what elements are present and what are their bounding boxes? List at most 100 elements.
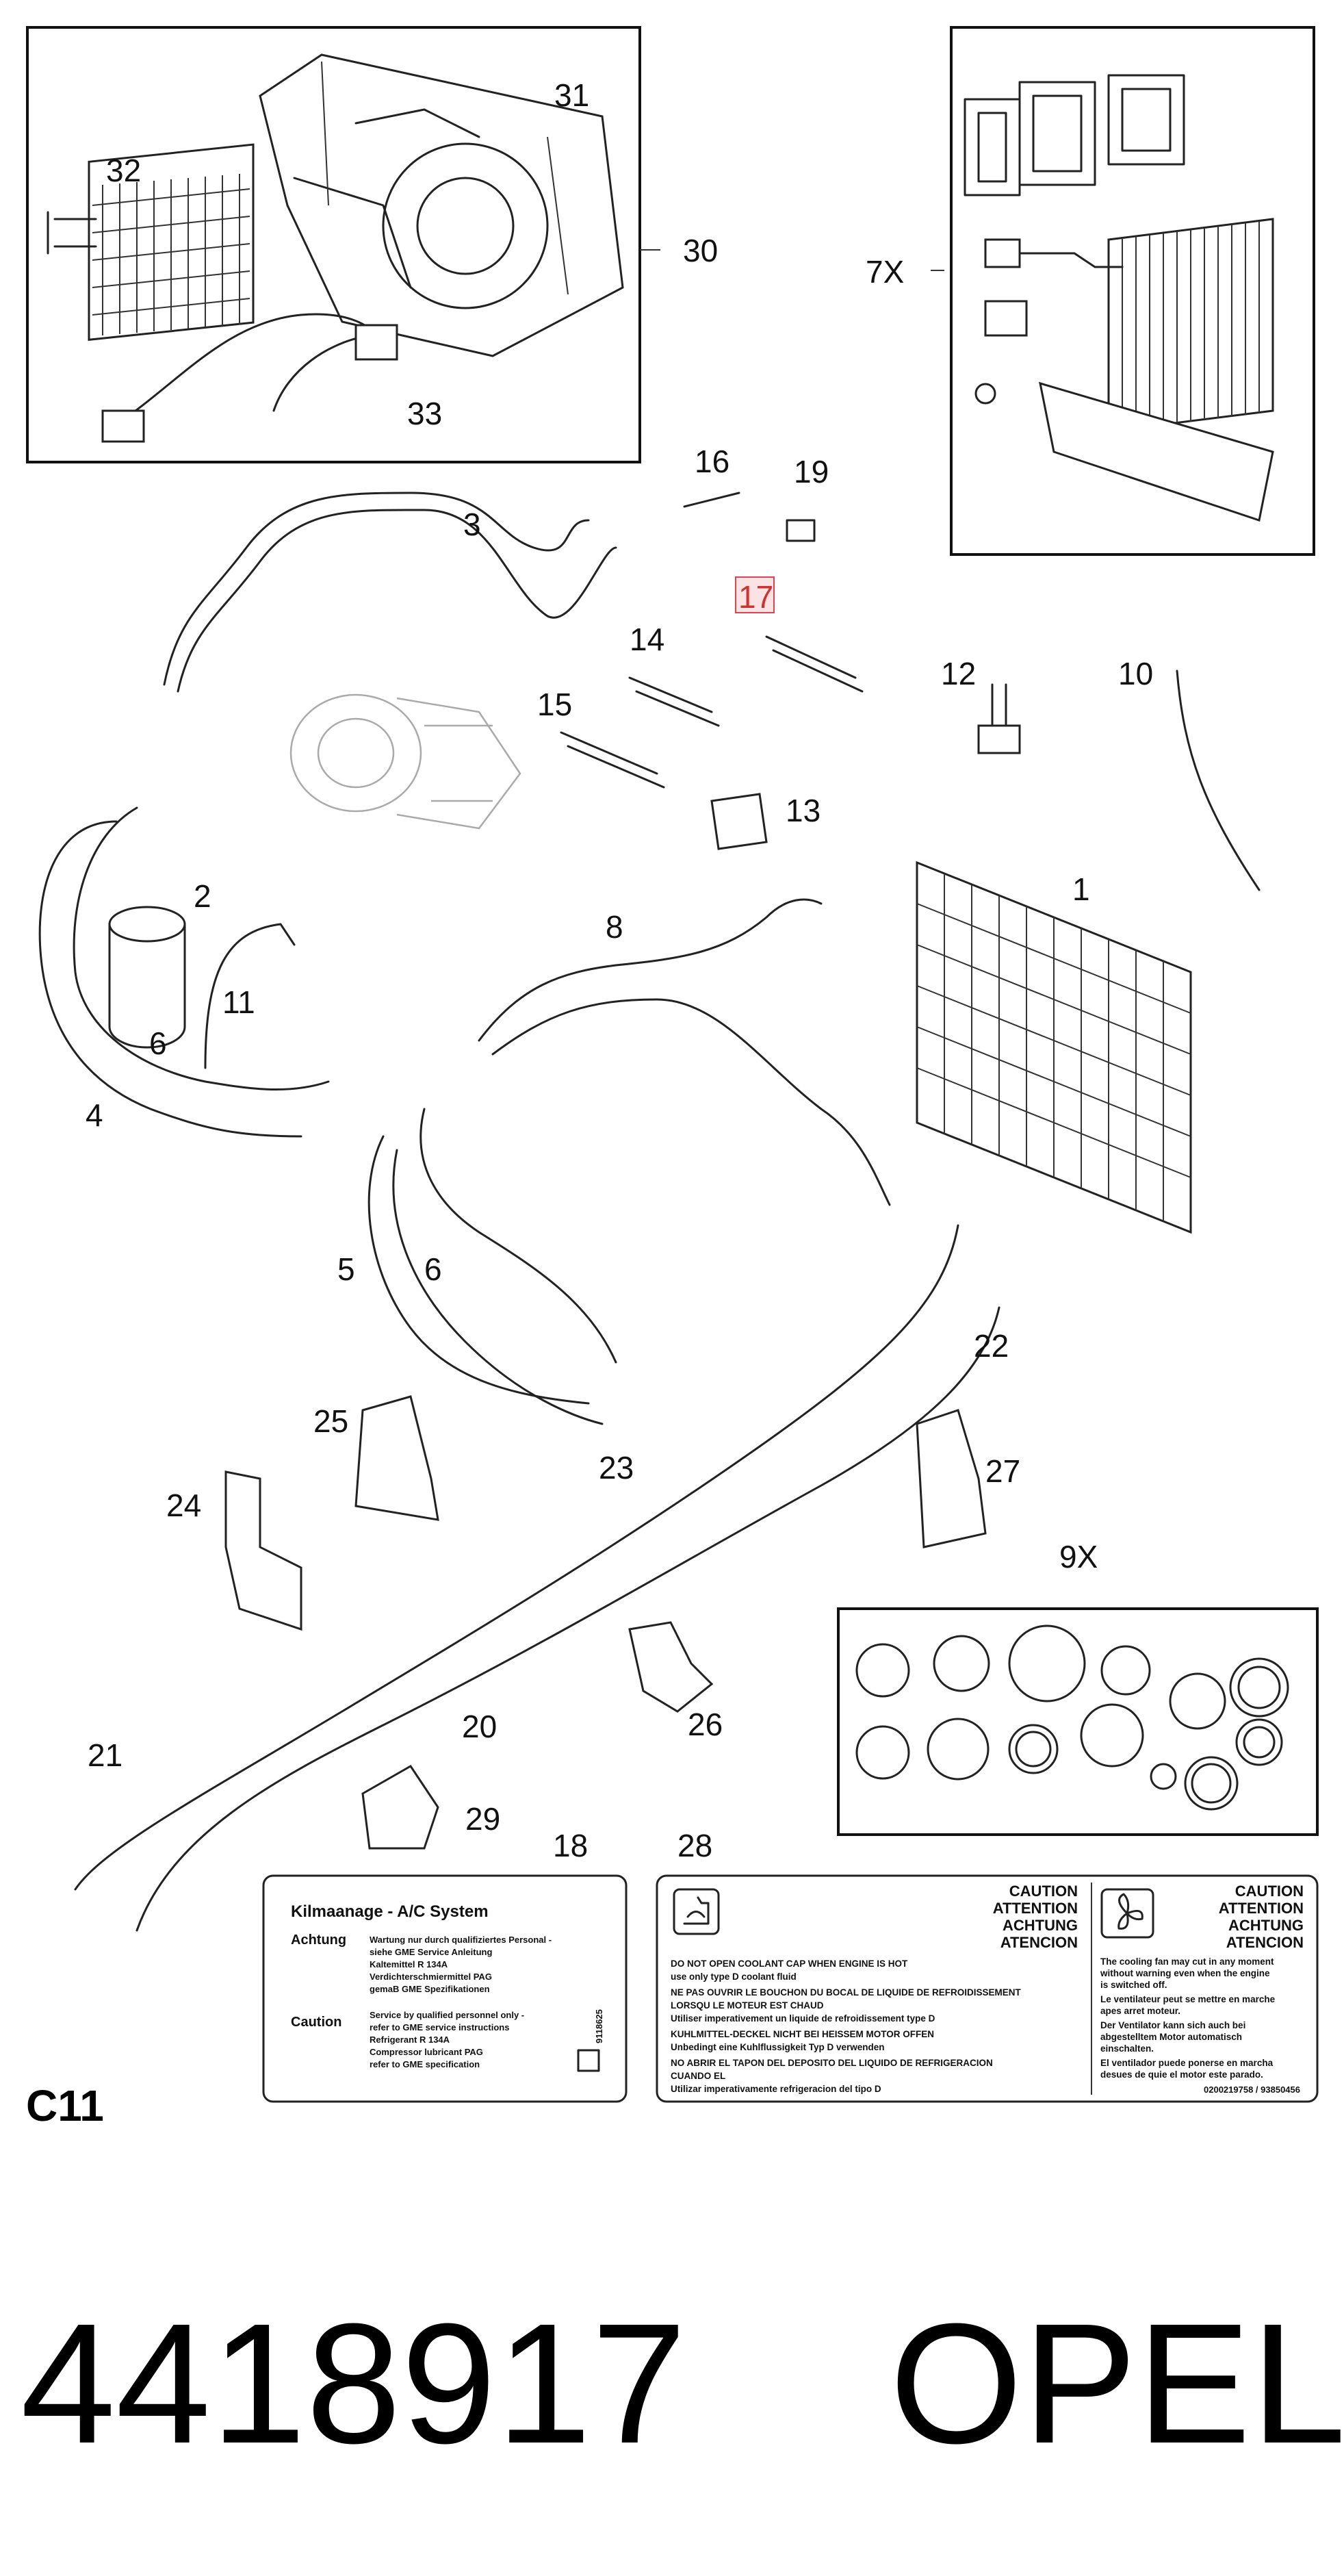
callout-13: 13 [786,793,820,828]
label18-achtung-head: Achtung [291,1933,346,1948]
callout-1: 1 [1072,871,1090,907]
blower-housing-drawing [259,53,624,357]
bracket-25 [354,1395,439,1521]
evaporator-frame [950,26,1315,556]
o-ring-frame [837,1607,1319,1836]
callout-4: 4 [86,1097,103,1133]
label28-right-head: ACHTUNG [1228,1917,1304,1934]
callout-32: 32 [106,153,141,188]
callout-20: 20 [462,1709,497,1744]
label28-left-line: Unbedingt eine Kuhlflussigkeit Typ D ver… [671,2042,885,2052]
refrigerant-hoses [38,492,1261,1932]
label28-left-line: Utiliser imperativement un liquide de re… [671,2013,935,2024]
label28-right-line: El ventilador puede ponerse en marcha [1100,2058,1274,2068]
label28-left-line: NE PAS OUVRIR LE BOUCHON DU BOCAL DE LIQ… [671,1987,1022,1998]
label28-left-head: ATENCION [1000,1934,1078,1951]
callout-17-highlight [735,576,775,613]
label28-left-line: NO ABRIR EL TAPON DEL DEPOSITO DEL LIQUI… [671,2058,993,2068]
label18-achtung-line: Kaltemittel R 134A [370,1959,448,1969]
label28-left-head: ATTENTION [993,1900,1078,1917]
callout-3: 3 [463,507,481,542]
callout-26: 26 [688,1707,723,1742]
callout-6a: 6 [149,1025,167,1061]
label28-left-line: use only type D coolant fluid [671,1972,797,1982]
caution-label-28: CAUTION ATTENTION ACHTUNG ATENCION CAUTI… [656,1874,1319,2103]
o-ring-kit-group [837,1607,1319,1836]
callout-23: 23 [599,1450,634,1485]
wiring-harness-drawing [101,313,398,443]
callout-16: 16 [695,444,729,479]
label28-left-line: Utilizar imperativamente refrigeracion d… [671,2084,881,2094]
callout-14: 14 [630,622,664,657]
compressor-ghost-drawing [289,693,521,830]
callout-7x: 7X [866,254,904,290]
receiver-drier-drawing [108,906,186,1049]
callout-17: 17 [738,579,773,615]
label28-right-line: abgestelltem Motor automatisch [1100,2032,1242,2042]
label28-right-line: The cooling fan may cut in any moment [1100,1956,1274,1967]
label28-right-line: without warning even when the engine [1100,1968,1270,1978]
callout-31: 31 [554,77,589,113]
label28-left-line: LORSQU LE MOTEUR EST CHAUD [671,2000,824,2011]
bracket-26 [628,1621,714,1713]
callout-8: 8 [606,909,623,945]
label18-caution-line: refer to GME specification [370,2059,480,2069]
page-tag: C11 [26,2081,104,2130]
callout-30: 30 [683,233,718,268]
label28-left-head: ACHTUNG [1003,1917,1078,1934]
label28-right-line: desues de quie el motor este parado. [1100,2069,1263,2080]
callout-5: 5 [337,1251,355,1287]
coolant-warning-icon [673,1888,720,1935]
callout-10: 10 [1118,656,1153,691]
callout-12: 12 [941,656,976,691]
callout-28: 28 [677,1828,712,1863]
callout-6b: 6 [424,1251,442,1287]
callout-15: 15 [537,687,572,722]
callout-24: 24 [166,1488,201,1523]
callout-19: 19 [794,454,829,489]
callout-27: 27 [985,1453,1020,1489]
label18-caution-line: Compressor lubricant PAG [370,2047,483,2057]
label18-title: Kilmaanage - A/C System [291,1902,489,1921]
label18-caution-head: Caution [291,2015,341,2030]
heater-core-drawing [47,143,255,341]
label28-right-line: apes arret moteur. [1100,2006,1180,2016]
label18-caution-line: refer to GME service instructions [370,2022,509,2032]
label28-right-head: ATTENTION [1219,1900,1304,1917]
label18-caution-line: Service by qualified personnel only - [370,2010,524,2020]
callout-33: 33 [407,396,442,431]
callout-22: 22 [974,1328,1009,1364]
callout-25: 25 [313,1403,348,1439]
label18-achtung-line: Wartung nur durch qualifiziertes Persona… [370,1935,552,1945]
footer-part-number: 4418917 [21,2288,686,2479]
hvac-module-frame [26,26,641,463]
label28-right-line: Der Ventilator kann sich auch bei [1100,2020,1245,2030]
brackets [224,1395,987,1850]
evaporator-group [931,26,1315,556]
bracket-27 [916,1409,987,1548]
evaporator-core-drawing [1107,218,1274,433]
callout-21: 21 [88,1737,122,1773]
callout-numbers: 1 2 3 4 5 6 6 7X 8 9X 10 11 12 13 14 15 … [86,77,1153,1863]
label28-right-line: Le ventilateur peut se mettre en marche [1100,1994,1276,2004]
label28-right-head: CAUTION [1235,1883,1304,1900]
callout-11: 11 [222,984,255,1020]
callout-2: 2 [194,878,211,914]
condenser-drawing [916,860,1192,1234]
label28-left-line: DO NOT OPEN COOLANT CAP WHEN ENGINE IS H… [671,1959,908,1969]
label28-left-line: CUANDO EL [671,2071,725,2081]
callout-9x: 9X [1059,1539,1098,1574]
label18-achtung-line: gemaB GME Spezifikationen [370,1984,490,1994]
label18-code: 9118625 [594,2009,604,2043]
label18-caution-line: Refrigerant R 134A [370,2035,450,2045]
label28-right-line: einschalten. [1100,2043,1154,2054]
bracket-24 [224,1470,302,1631]
label28-right-line: is switched off. [1100,1980,1167,1990]
label28-code: 0200219758 / 93850456 [1204,2084,1300,2095]
label28-left-head: CAUTION [1009,1883,1078,1900]
label18-achtung-line: siehe GME Service Anleitung [370,1947,492,1957]
fan-warning-icon [1100,1888,1154,1939]
hvac-module-group [26,26,660,463]
label18-achtung-line: Verdichterschmiermittel PAG [370,1972,492,1982]
